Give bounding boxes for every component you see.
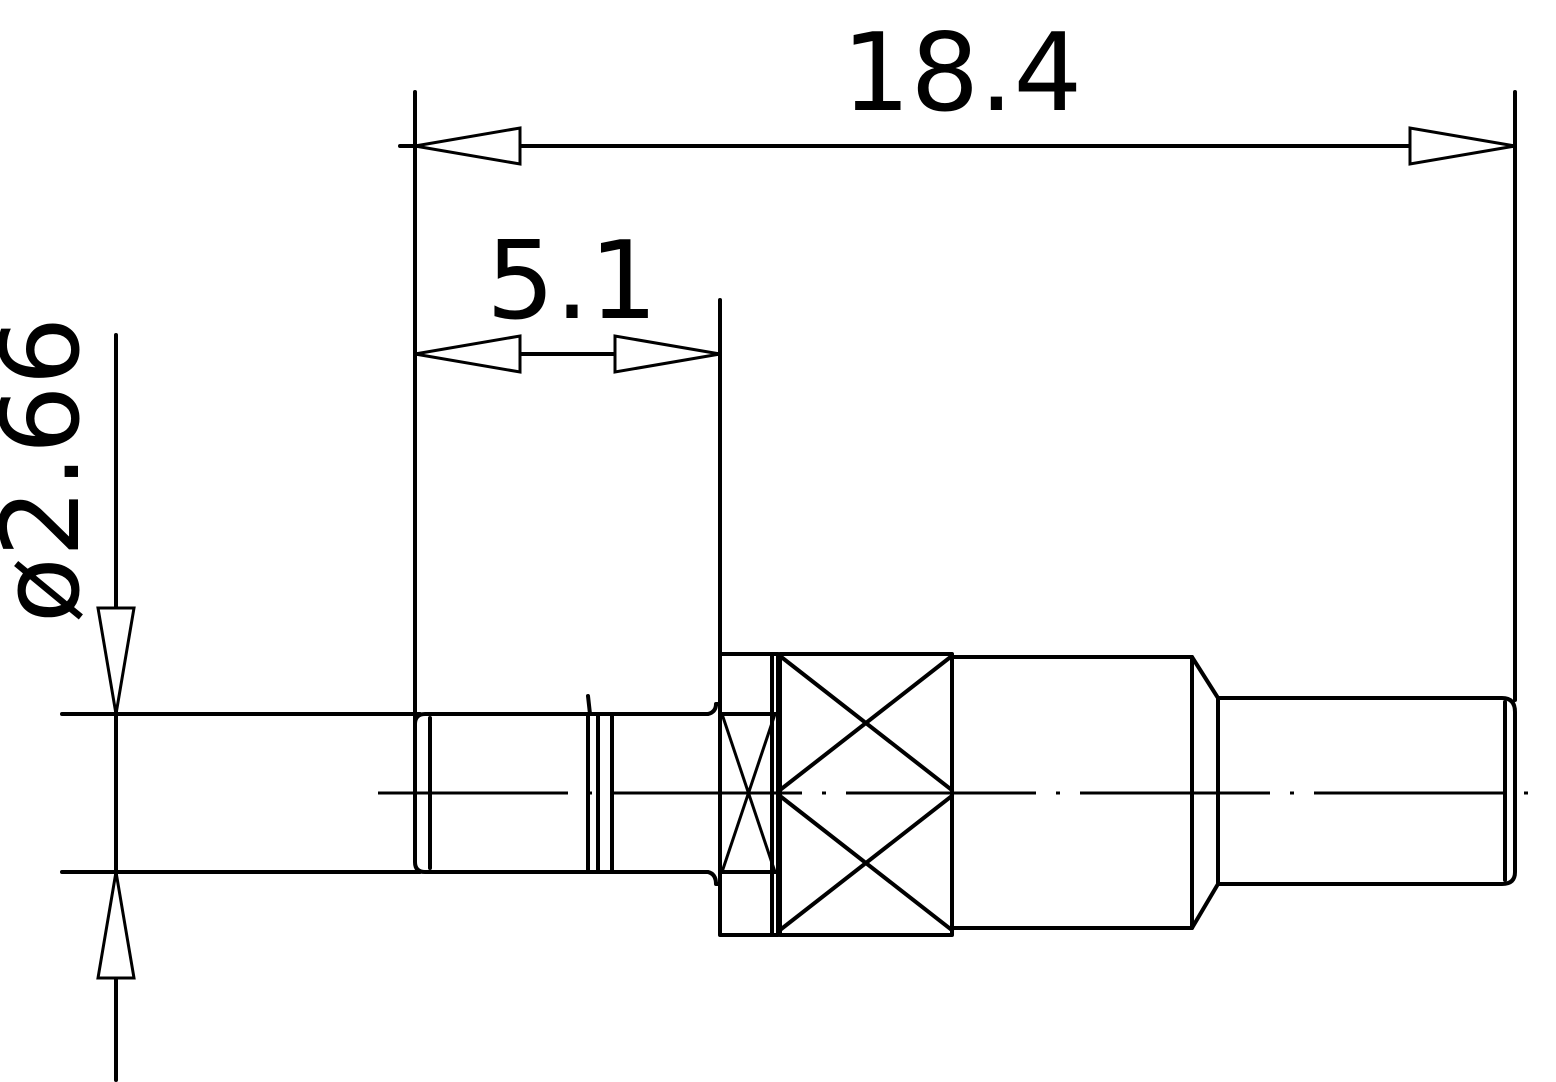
connector-body [950,655,1220,930]
dimension-pin-diameter: ø2.66 [0,317,136,1082]
overall-length-label: 18.4 [842,11,1082,136]
pin-diameter-label: ø2.66 [0,317,104,624]
dimension-overall-length: 18.4 [398,11,1517,716]
pin-diameter-extension-lines [60,712,422,874]
knurl-line [778,793,954,932]
front-length-label: 5.1 [486,219,658,344]
pin-body [413,694,722,886]
connector-tip [1216,696,1517,886]
dimension-front-length: 5.1 [413,219,722,656]
knurled-section [778,652,954,937]
knurl-line [778,654,954,792]
